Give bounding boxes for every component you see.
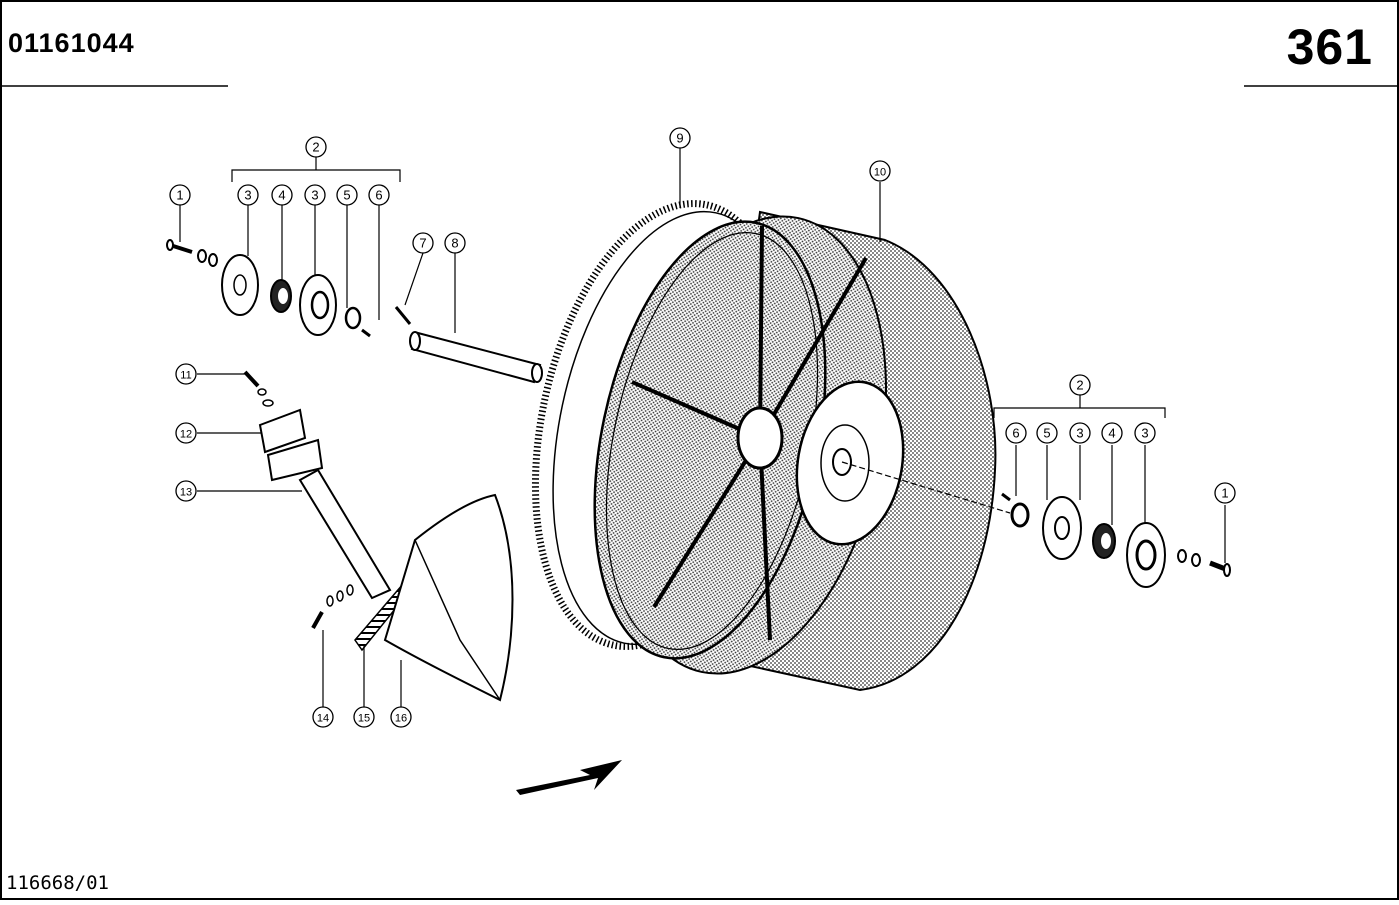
callout-circle xyxy=(368,184,390,206)
callout-3: 3 xyxy=(237,184,259,206)
collar xyxy=(344,306,362,330)
callout-label: 15 xyxy=(358,713,370,725)
callout-5: 5 xyxy=(336,184,358,206)
callout-circle xyxy=(1101,422,1123,444)
callout-9: 9 xyxy=(669,127,691,149)
drum-assembly xyxy=(531,200,1011,692)
callout-1: 1 xyxy=(1214,482,1236,504)
callout-label: 12 xyxy=(180,429,192,441)
callout-circle xyxy=(312,706,334,728)
callout-label: 2 xyxy=(1076,378,1083,393)
cotter-pin xyxy=(394,306,412,325)
callout-7: 7 xyxy=(412,232,434,254)
left-bearing-group xyxy=(166,239,371,338)
callout-label: 14 xyxy=(317,713,329,725)
callout-label: 4 xyxy=(278,188,285,203)
callout-4: 4 xyxy=(271,184,293,206)
callout-circle xyxy=(169,184,191,206)
clamp-upper xyxy=(258,408,307,454)
callout-label: 3 xyxy=(1076,426,1083,441)
callout-circle xyxy=(353,706,375,728)
bolt-11 xyxy=(243,370,260,388)
callout-circle xyxy=(175,363,197,385)
callout-3: 3 xyxy=(304,184,326,206)
callout-label: 2 xyxy=(312,140,319,155)
part-number: 01161044 xyxy=(8,28,135,58)
callout-circle xyxy=(304,184,326,206)
callout-label: 3 xyxy=(1141,426,1148,441)
callout-14: 14 xyxy=(312,706,334,728)
callout-circle xyxy=(1069,422,1091,444)
callout-8: 8 xyxy=(444,232,466,254)
callout-label: 6 xyxy=(1012,426,1019,441)
callout-label: 5 xyxy=(1043,426,1050,441)
callout-circle xyxy=(1036,422,1058,444)
callout-label: 9 xyxy=(676,131,683,146)
callout-circle xyxy=(869,160,891,182)
callout-circle xyxy=(390,706,412,728)
collar xyxy=(1010,502,1030,528)
callout-label: 8 xyxy=(451,236,458,251)
leader-lines xyxy=(179,148,1226,708)
callout-label: 16 xyxy=(395,713,407,725)
callout-11: 11 xyxy=(175,363,197,385)
drum-spokes xyxy=(631,225,868,641)
callout-12: 12 xyxy=(175,422,197,444)
clamp-lower xyxy=(266,438,324,482)
callout-16: 16 xyxy=(390,706,412,728)
callout-label: 11 xyxy=(180,370,191,382)
callout-circle xyxy=(1069,374,1091,396)
callout-circle xyxy=(1214,482,1236,504)
callout-label: 3 xyxy=(244,188,251,203)
callout-circle xyxy=(1005,422,1027,444)
callout-1: 1 xyxy=(169,184,191,206)
set-screw xyxy=(361,328,371,338)
callout-label: 6 xyxy=(375,188,382,203)
callout-label: 1 xyxy=(176,188,183,203)
callout-3: 3 xyxy=(1134,422,1156,444)
drawing-reference: 116668/01 xyxy=(6,872,109,894)
callout-circle xyxy=(412,232,434,254)
drum-hub xyxy=(736,406,784,470)
callout-3: 3 xyxy=(1069,422,1091,444)
callout-label: 4 xyxy=(1108,426,1115,441)
callout-label: 7 xyxy=(419,236,426,251)
callout-label: 10 xyxy=(874,167,886,179)
callout-2: 2 xyxy=(305,136,327,158)
callout-2: 2 xyxy=(1069,374,1091,396)
callout-13: 13 xyxy=(175,480,197,502)
callout-4: 4 xyxy=(1101,422,1123,444)
callout-5: 5 xyxy=(1036,422,1058,444)
callout-6: 6 xyxy=(368,184,390,206)
bracket-assembly xyxy=(243,370,514,702)
bolt-14 xyxy=(311,611,324,629)
callout-circle xyxy=(237,184,259,206)
support-arm xyxy=(298,468,392,600)
callout-circle xyxy=(175,422,197,444)
callout-circle xyxy=(1134,422,1156,444)
callout-circle xyxy=(271,184,293,206)
callout-label: 1 xyxy=(1221,486,1228,501)
callout-15: 15 xyxy=(353,706,375,728)
callout-10: 10 xyxy=(869,160,891,182)
callout-label: 3 xyxy=(311,188,318,203)
right-bearing-group xyxy=(1001,492,1231,588)
callout-6: 6 xyxy=(1005,422,1027,444)
callout-circle xyxy=(444,232,466,254)
callout-circle xyxy=(336,184,358,206)
page-number: 361 xyxy=(1286,19,1373,75)
callout-label: 5 xyxy=(343,188,350,203)
callout-circle xyxy=(669,127,691,149)
direction-arrow xyxy=(516,760,622,795)
deflector-plate xyxy=(383,493,514,702)
callout-circle xyxy=(175,480,197,502)
shaft xyxy=(409,331,543,384)
callout-circle xyxy=(305,136,327,158)
callout-label: 13 xyxy=(180,487,192,499)
set-screw xyxy=(1001,492,1011,502)
